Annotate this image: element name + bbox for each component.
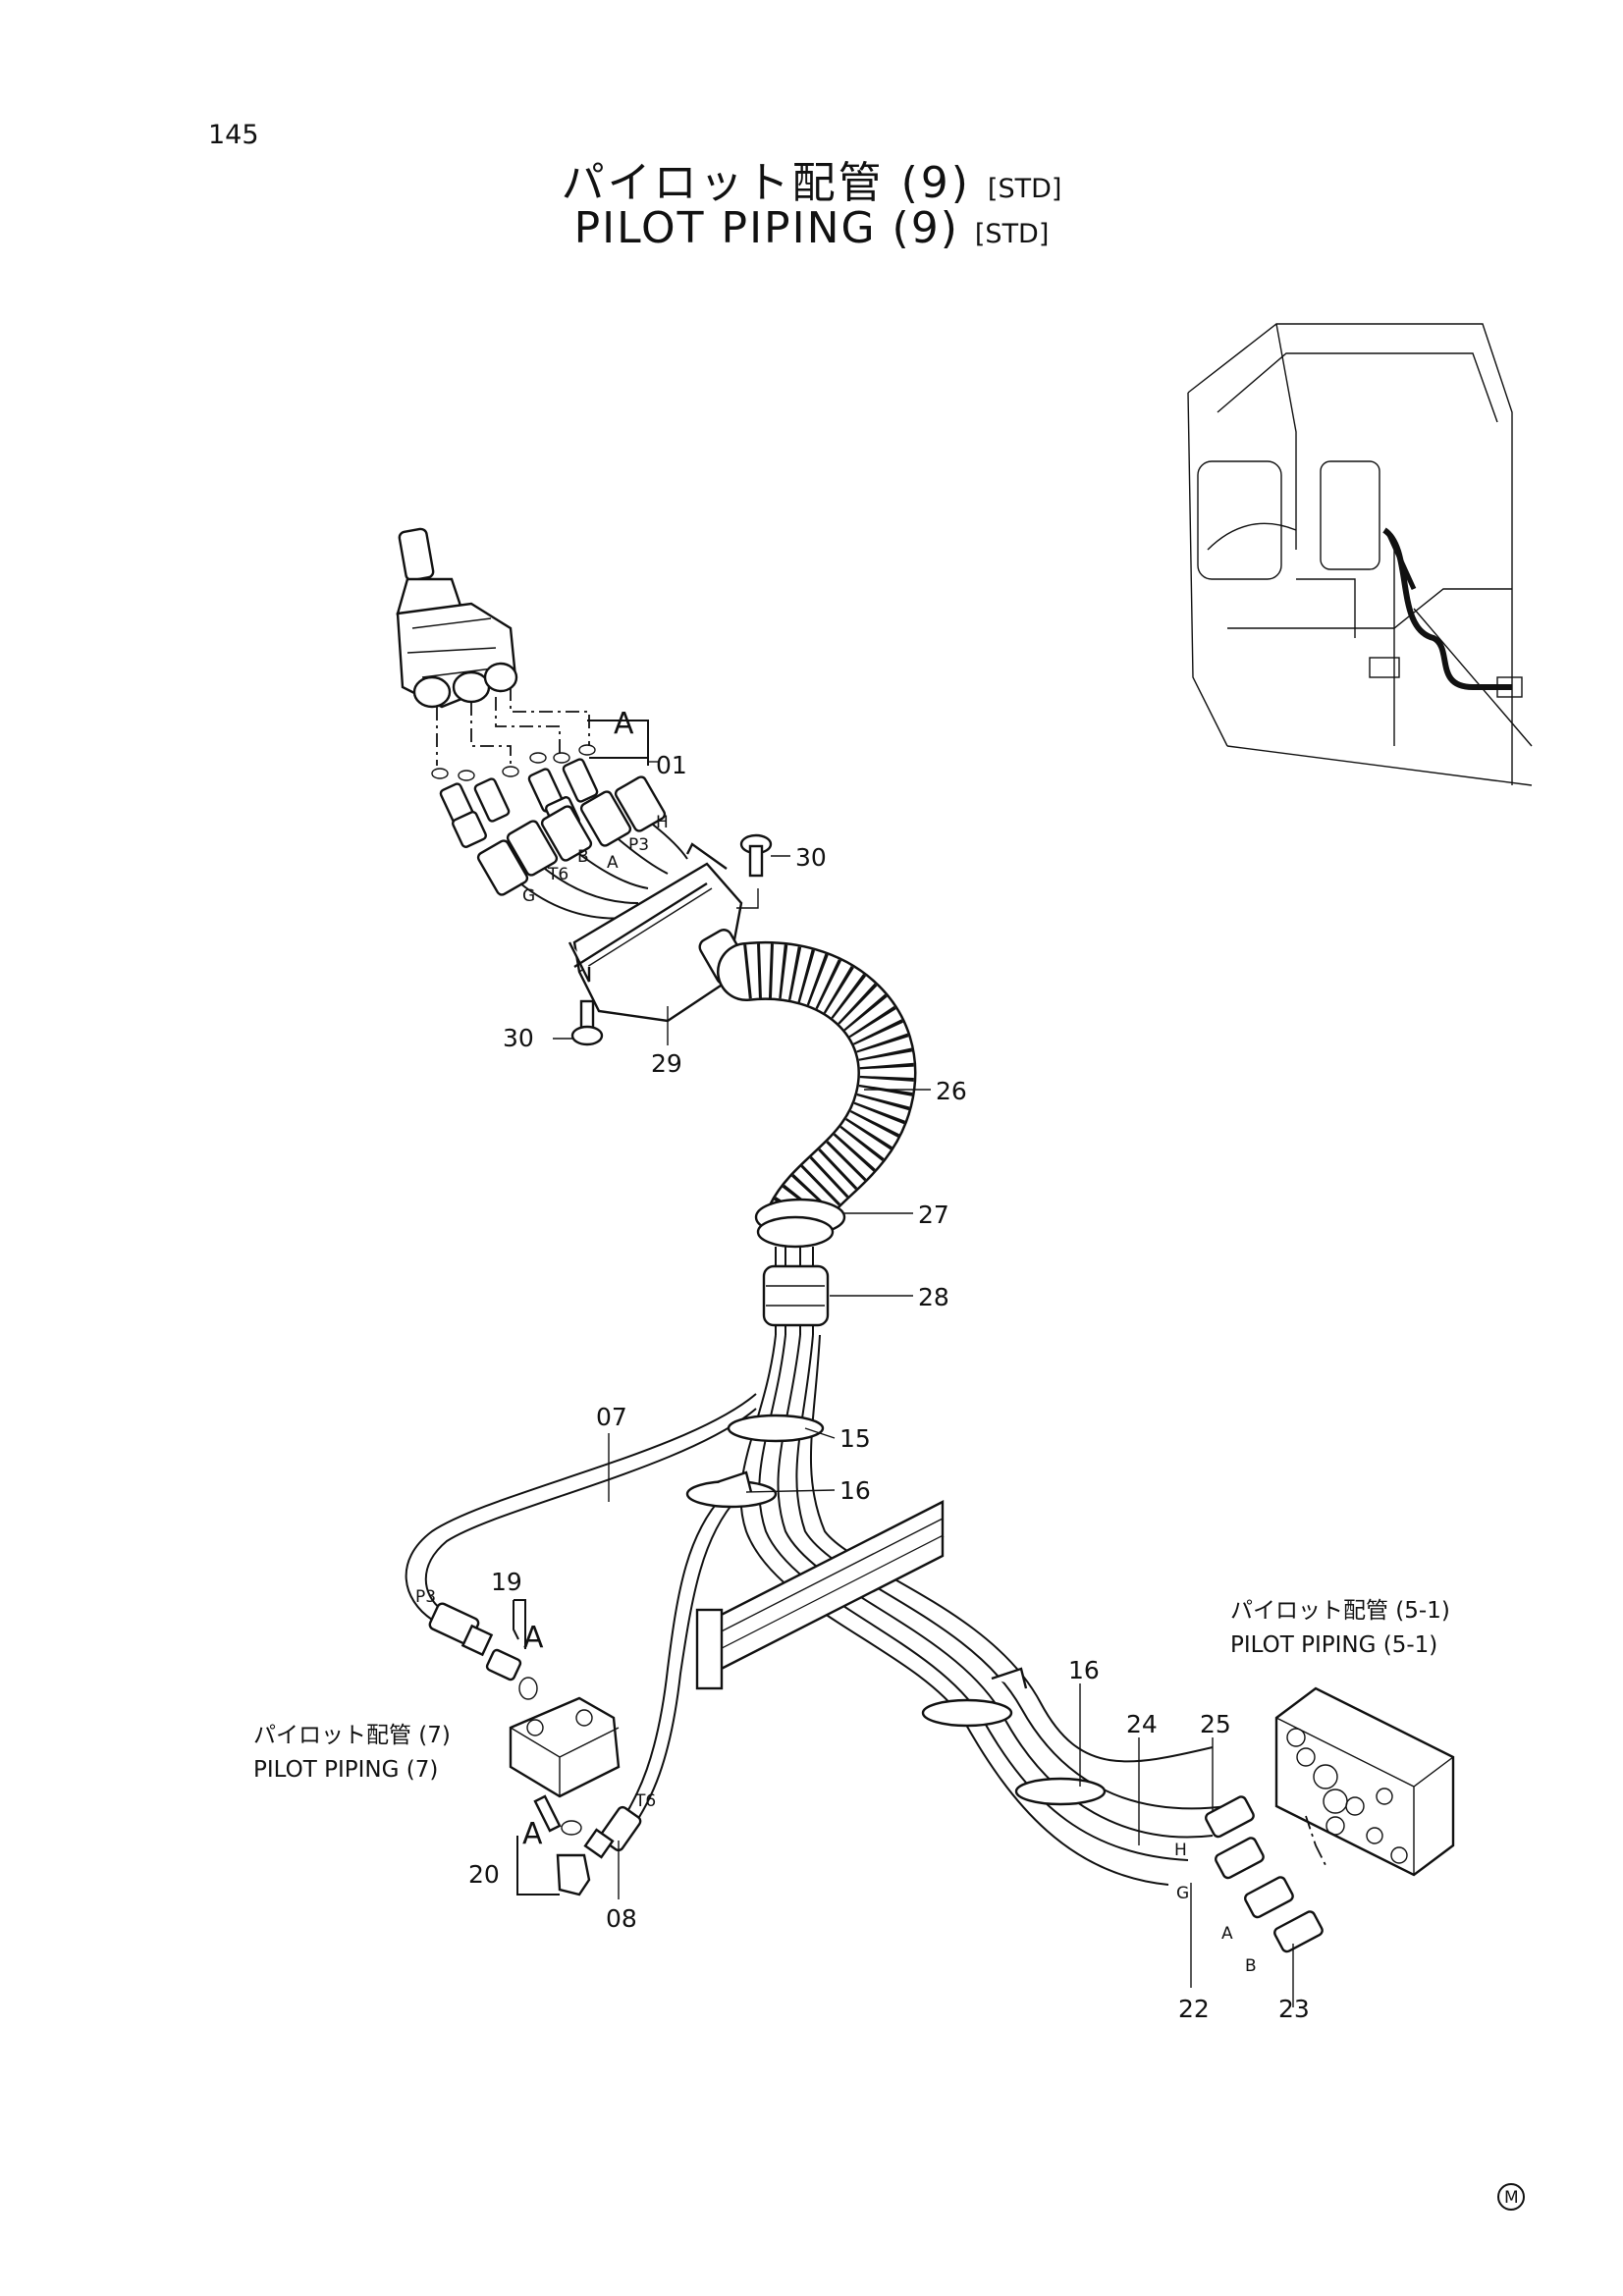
detail-brackets [513, 720, 649, 1896]
band-mid [921, 1667, 1028, 1728]
detail-marker-a-top: A [614, 707, 634, 741]
xref-right-english: PILOT PIPING (5-1) [1230, 1632, 1437, 1658]
hose-08 [583, 1491, 739, 1859]
band-15 [727, 1414, 825, 1443]
port-label-g-right: G [1176, 1884, 1189, 1903]
port-label-a-top: A [607, 853, 619, 873]
elbow-20 [556, 1820, 591, 1896]
page-number: 145 [208, 120, 259, 150]
callout-29: 29 [651, 1049, 682, 1078]
callout-28: 28 [918, 1283, 949, 1311]
title-japanese-line: パイロット配管 (9) [STD] [0, 147, 1623, 210]
grommet-27 [754, 1198, 846, 1249]
callout-16-upper: 16 [839, 1476, 871, 1505]
port-label-h-right: H [1174, 1841, 1187, 1860]
mounting-rail [695, 1500, 945, 1690]
xref-right-japanese: パイロット配管 (5-1) [1230, 1598, 1450, 1624]
port-centerlines [436, 687, 590, 766]
fittings-22-25 [1205, 1795, 1324, 1953]
port-label-a-right: A [1221, 1924, 1233, 1944]
port-label-t6-top: T6 [547, 865, 568, 884]
clamp-28 [762, 1247, 830, 1335]
callout-08: 08 [606, 1904, 637, 1933]
callout-25: 25 [1200, 1710, 1231, 1738]
callout-15: 15 [839, 1424, 871, 1453]
title-english: PILOT PIPING (9) [573, 203, 959, 253]
xref-left-english: PILOT PIPING (7) [253, 1757, 438, 1783]
o-ring-set [431, 744, 596, 781]
port-label-b-right: B [1245, 1956, 1257, 1976]
callout-01: 01 [656, 751, 687, 779]
detail-marker-a-elbow: A [522, 1817, 543, 1851]
callout-07: 07 [596, 1403, 627, 1431]
port-label-t6-left: T6 [634, 1791, 656, 1811]
callout-24: 24 [1126, 1710, 1158, 1738]
title-tag-english: [STD] [974, 219, 1050, 249]
cab-locator-drawing [1187, 323, 1533, 786]
fitting-19 [485, 1648, 538, 1700]
band-16-lower [1014, 1777, 1107, 1806]
hose-bundle-main [739, 1334, 1228, 1886]
callout-20: 20 [468, 1860, 500, 1889]
callout-26: 26 [936, 1077, 967, 1105]
hose-07 [405, 1393, 757, 1657]
callout-23: 23 [1278, 1995, 1310, 2023]
bolt-30-upper [736, 833, 773, 909]
bolt-30-lower [570, 999, 604, 1046]
callout-19: 19 [491, 1568, 522, 1596]
title-tag-japanese: [STD] [987, 174, 1062, 204]
title-english-line: PILOT PIPING (9) [STD] [0, 203, 1623, 253]
title-japanese: パイロット配管 (9) [561, 158, 971, 208]
footer-m-letter: M [1504, 2188, 1519, 2208]
hose-bundle-upper [476, 775, 688, 920]
callout-30-lower: 30 [503, 1024, 534, 1052]
port-label-g-top: G [522, 886, 535, 906]
callout-30-upper: 30 [795, 843, 827, 872]
control-valve-block [1274, 1686, 1455, 1877]
callout-22: 22 [1178, 1995, 1210, 2023]
pilot-valve-drawing [396, 527, 518, 709]
corrugated-tube-26 [717, 940, 917, 1247]
port-label-h-top: H [656, 813, 669, 832]
xref-left-japanese: パイロット配管 (7) [253, 1723, 451, 1748]
detail-marker-a-valve: A [523, 1621, 544, 1655]
callout-27: 27 [918, 1201, 949, 1229]
footer-m-mark: M [1497, 2183, 1525, 2211]
port-label-b-top: B [577, 847, 589, 867]
callout-16-lower: 16 [1068, 1656, 1100, 1684]
leader-lines [553, 761, 1294, 2007]
band-16-upper [685, 1470, 778, 1509]
port-label-p3-left: P3 [415, 1587, 436, 1607]
port-label-p3-top: P3 [628, 835, 649, 855]
relief-valve-pilot-7 [509, 1696, 621, 1833]
